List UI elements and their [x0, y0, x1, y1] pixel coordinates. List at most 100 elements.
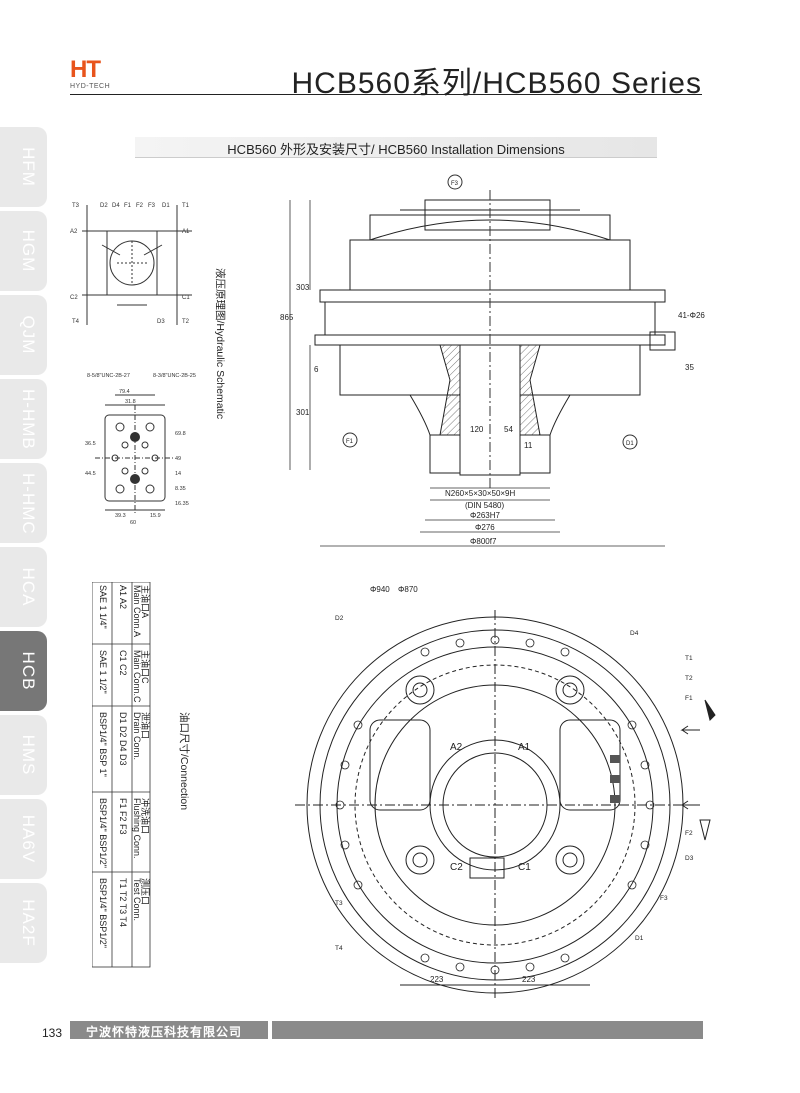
- port-label: D2: [100, 203, 108, 209]
- port-tag: A2: [450, 742, 463, 753]
- conn-size: BSP1/4" BSP 1": [98, 712, 108, 777]
- footer-bar: [272, 1021, 703, 1039]
- tab-label: HMS: [19, 734, 38, 776]
- dimension-label: 41-Φ26: [678, 311, 705, 320]
- connection-caption: 油口尺寸/Connection: [178, 712, 190, 811]
- dimension-label: 60: [130, 520, 136, 525]
- port-tag: C1: [518, 862, 531, 873]
- tab-label: HFM: [19, 147, 38, 187]
- dimension-label: 865: [280, 313, 294, 322]
- port-label: T3: [72, 203, 80, 209]
- tab-label: HCB: [19, 651, 38, 691]
- dimension-label: 49: [175, 456, 181, 462]
- dimension-label: 8.35: [175, 486, 186, 492]
- dimension-label: 54: [504, 425, 513, 434]
- port-tag: T2: [685, 675, 693, 682]
- port-tag: F1: [346, 439, 354, 445]
- dimension-label: 31.8: [125, 399, 136, 405]
- port-label: D1: [162, 203, 170, 209]
- tab-hms[interactable]: HMS: [0, 715, 47, 795]
- conn-ports: A1 A2: [118, 585, 128, 610]
- tab-h-hmc[interactable]: H-HMC: [0, 463, 47, 543]
- port-tag: D2: [335, 615, 344, 622]
- conn-group-en: Test Conn.: [132, 878, 142, 922]
- tab-ha6v[interactable]: HA6V: [0, 799, 47, 879]
- port-label: C2: [70, 295, 78, 301]
- dimension-label: 14: [175, 471, 181, 477]
- dimension-label: 35: [685, 363, 694, 372]
- tab-label: HGM: [19, 229, 38, 273]
- tab-hca[interactable]: HCA: [0, 547, 47, 627]
- port-tag: D4: [630, 630, 639, 637]
- port-tag: T1: [685, 655, 693, 662]
- port-tag: A1: [518, 742, 531, 753]
- conn-group-en: Drain Conn.: [132, 712, 142, 761]
- port-label: A2: [70, 229, 78, 235]
- conn-ports: T1 T2 T3 T4: [118, 878, 128, 928]
- hydraulic-schematic: A2 C2 A1 C1 T3 T4 D2 D4 F1 F2 F3 D1 D3 T…: [70, 203, 192, 325]
- port-tag: F3: [451, 181, 459, 187]
- port-label: D4: [112, 203, 120, 209]
- spline-spec: N260×5×30×50×9H: [445, 489, 516, 498]
- dimension-label: 223: [522, 975, 536, 984]
- tab-hgm[interactable]: HGM: [0, 211, 47, 291]
- port-label: D3: [157, 319, 165, 325]
- port-label: F2: [136, 203, 144, 209]
- port-tag: F3: [660, 895, 668, 902]
- diameter-label: Φ800f7: [470, 537, 497, 546]
- dimension-label: 303: [296, 283, 310, 292]
- dimension-label: 44.5: [85, 471, 96, 477]
- tab-label: HCA: [19, 567, 38, 607]
- diameter-label: Φ263H7: [470, 511, 501, 520]
- spline-standard: (DIN 5480): [465, 501, 504, 510]
- tab-h-hmb[interactable]: H-HMB: [0, 379, 47, 459]
- dimension-label: 120: [470, 425, 484, 434]
- tab-label: HA2F: [19, 899, 38, 947]
- page-title: HCB560系列/HCB560 Series: [291, 67, 702, 100]
- tab-label: H-HMB: [19, 389, 38, 450]
- dimension-label: 6: [314, 365, 319, 374]
- tab-hfm[interactable]: HFM: [0, 127, 47, 207]
- port-tag: D1: [635, 935, 644, 942]
- port-label: C1: [182, 295, 190, 301]
- conn-size: SAE 1 1/4": [98, 585, 108, 629]
- conn-ports: D1 D2 D4 D3: [118, 712, 128, 766]
- port-tag: T4: [335, 945, 343, 952]
- front-view-drawing: A1 A2 C1 C2 T1 T2 T3 T4 D1 D2 D3 D4 F1 F…: [295, 585, 716, 1000]
- port-tag: C2: [450, 862, 463, 873]
- tab-hcb[interactable]: HCB: [0, 631, 47, 711]
- section-title: HCB560 外形及安装尺寸/ HCB560 Installation Dime…: [227, 142, 565, 157]
- tab-ha2f[interactable]: HA2F: [0, 883, 47, 963]
- dimension-label: 15.9: [150, 513, 161, 519]
- diameter-label: Φ870: [398, 585, 418, 594]
- footer-company-bar: 宁波怀特液压科技有限公司: [70, 1021, 268, 1039]
- company-name: 宁波怀特液压科技有限公司: [86, 1025, 243, 1039]
- port-label: T4: [72, 319, 80, 325]
- tab-label: H-HMC: [19, 473, 38, 535]
- port-tag: F1: [685, 695, 693, 702]
- connection-table: [92, 582, 151, 968]
- thread-note: 8-5/8"UNC-2B-27: [87, 373, 130, 379]
- title-rule: [70, 94, 702, 95]
- port-tag: D3: [685, 855, 694, 862]
- dimension-label: 16.35: [175, 501, 189, 507]
- conn-size: BSP1/4" BSP1/2": [98, 878, 108, 948]
- port-label: F1: [124, 203, 132, 209]
- logo-mark: HT: [70, 56, 101, 83]
- conn-ports: C1 C2: [118, 650, 128, 676]
- dimension-label: 39.3: [115, 513, 126, 519]
- tab-label: HA6V: [19, 814, 38, 864]
- dimension-label: 301: [296, 408, 310, 417]
- logo-subtitle: HYD-TECH: [70, 83, 111, 90]
- tab-label: QJM: [19, 315, 38, 355]
- thread-note: 8-3/8"UNC-2B-25: [153, 373, 196, 379]
- dimension-label: 79.4: [119, 389, 130, 395]
- port-label: T2: [182, 319, 190, 325]
- diameter-label: Φ276: [475, 523, 495, 532]
- conn-group-en: Main Conn.C: [132, 650, 142, 703]
- schematic-caption: 液压原理图/Hydraulic Schematic: [214, 268, 226, 420]
- port-tag: D1: [626, 441, 634, 447]
- port-tag: T3: [335, 900, 343, 907]
- tab-qjm[interactable]: QJM: [0, 295, 47, 375]
- conn-group-en: Flushing Conn.: [132, 798, 142, 859]
